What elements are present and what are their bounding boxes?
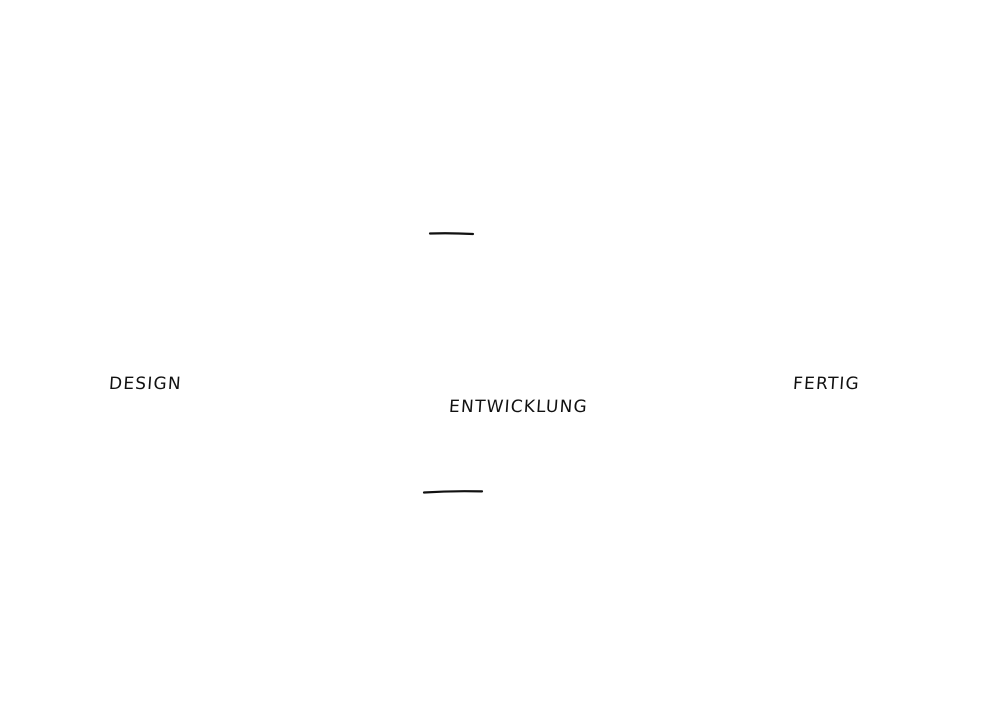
- stage-label-fertig: FERTIG: [792, 374, 861, 394]
- top-dash-stroke: [428, 232, 475, 236]
- stage-label-entwicklung: ENTWICKLUNG: [448, 397, 589, 417]
- bottom-dash-stroke: [422, 490, 484, 494]
- stage-label-design: DESIGN: [108, 374, 183, 394]
